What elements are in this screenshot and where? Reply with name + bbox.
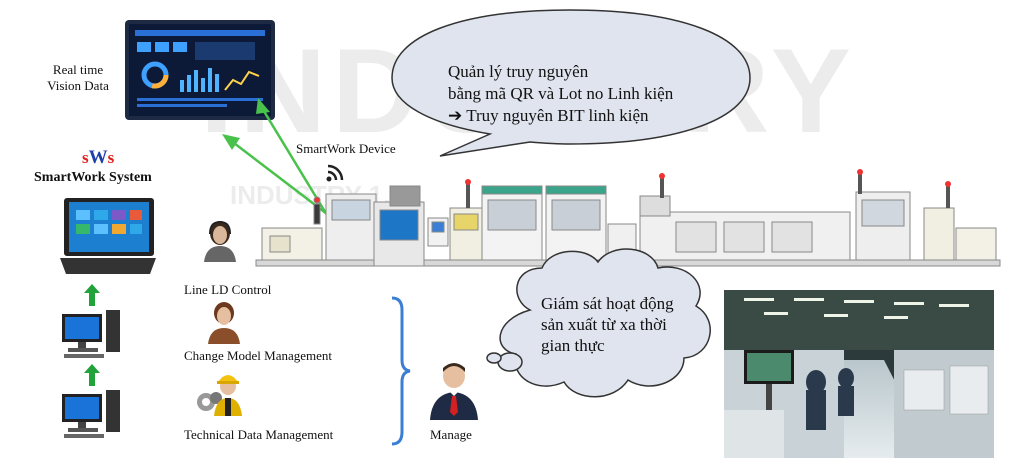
engineer-icon: [208, 302, 240, 344]
role-label-line-ld: Line LD Control: [184, 282, 272, 297]
desktop-pc-bottom: [62, 390, 120, 438]
roles-bracket: [391, 296, 411, 446]
bubble-top-line2: bằng mã QR và Lot no Linh kiện: [448, 84, 674, 103]
brand-w: W: [88, 147, 108, 168]
smt-production-line: [255, 169, 1001, 267]
tablet-device: [60, 198, 156, 274]
desktop-pc-top: [62, 310, 120, 358]
brand-s-first: s: [82, 148, 89, 167]
up-arrow-icon: [84, 364, 100, 386]
brand-logo: sWs: [82, 147, 114, 169]
bubble-top-line3: ➔ Truy nguyên BIT linh kiện: [448, 104, 649, 127]
up-arrow-icon: [84, 284, 100, 306]
manager-label: Manage: [430, 427, 472, 442]
dashboard-label-line1: Real time: [52, 62, 104, 77]
bubble-top-line1: Quản lý truy nguyên: [448, 62, 589, 81]
manager-icon: [430, 363, 478, 420]
arrow-right-icon: ➔: [448, 106, 463, 125]
device-label: SmartWork Device: [296, 141, 396, 156]
role-label-change-model: Change Model Management: [184, 348, 333, 363]
technician-icon: [197, 375, 242, 416]
bubble-cloud-line2: sản xuất từ xa thời: [541, 315, 667, 334]
bubble-cloud-line3: gian thực: [541, 336, 605, 355]
dashboard-label-line2: Vision Data: [47, 78, 109, 93]
dashboard-label: Real time Vision Data: [40, 62, 116, 94]
bubble-cloud-line1: Giám sát hoạt động: [541, 294, 674, 313]
operator-headset-icon: [204, 220, 236, 262]
dashboard-monitor: [125, 20, 275, 120]
factory-floor-photo: [724, 290, 994, 458]
system-name: SmartWork System: [34, 170, 152, 185]
wifi-icon: [326, 164, 344, 182]
cloud-bubble-monitoring: [486, 248, 711, 398]
role-label-technical-data: Technical Data Management: [184, 427, 334, 442]
brand-s-last: s: [107, 148, 115, 167]
speech-bubble-traceability: [391, 9, 751, 157]
bubble-top-line3-text: Truy nguyên BIT linh kiện: [466, 106, 649, 125]
